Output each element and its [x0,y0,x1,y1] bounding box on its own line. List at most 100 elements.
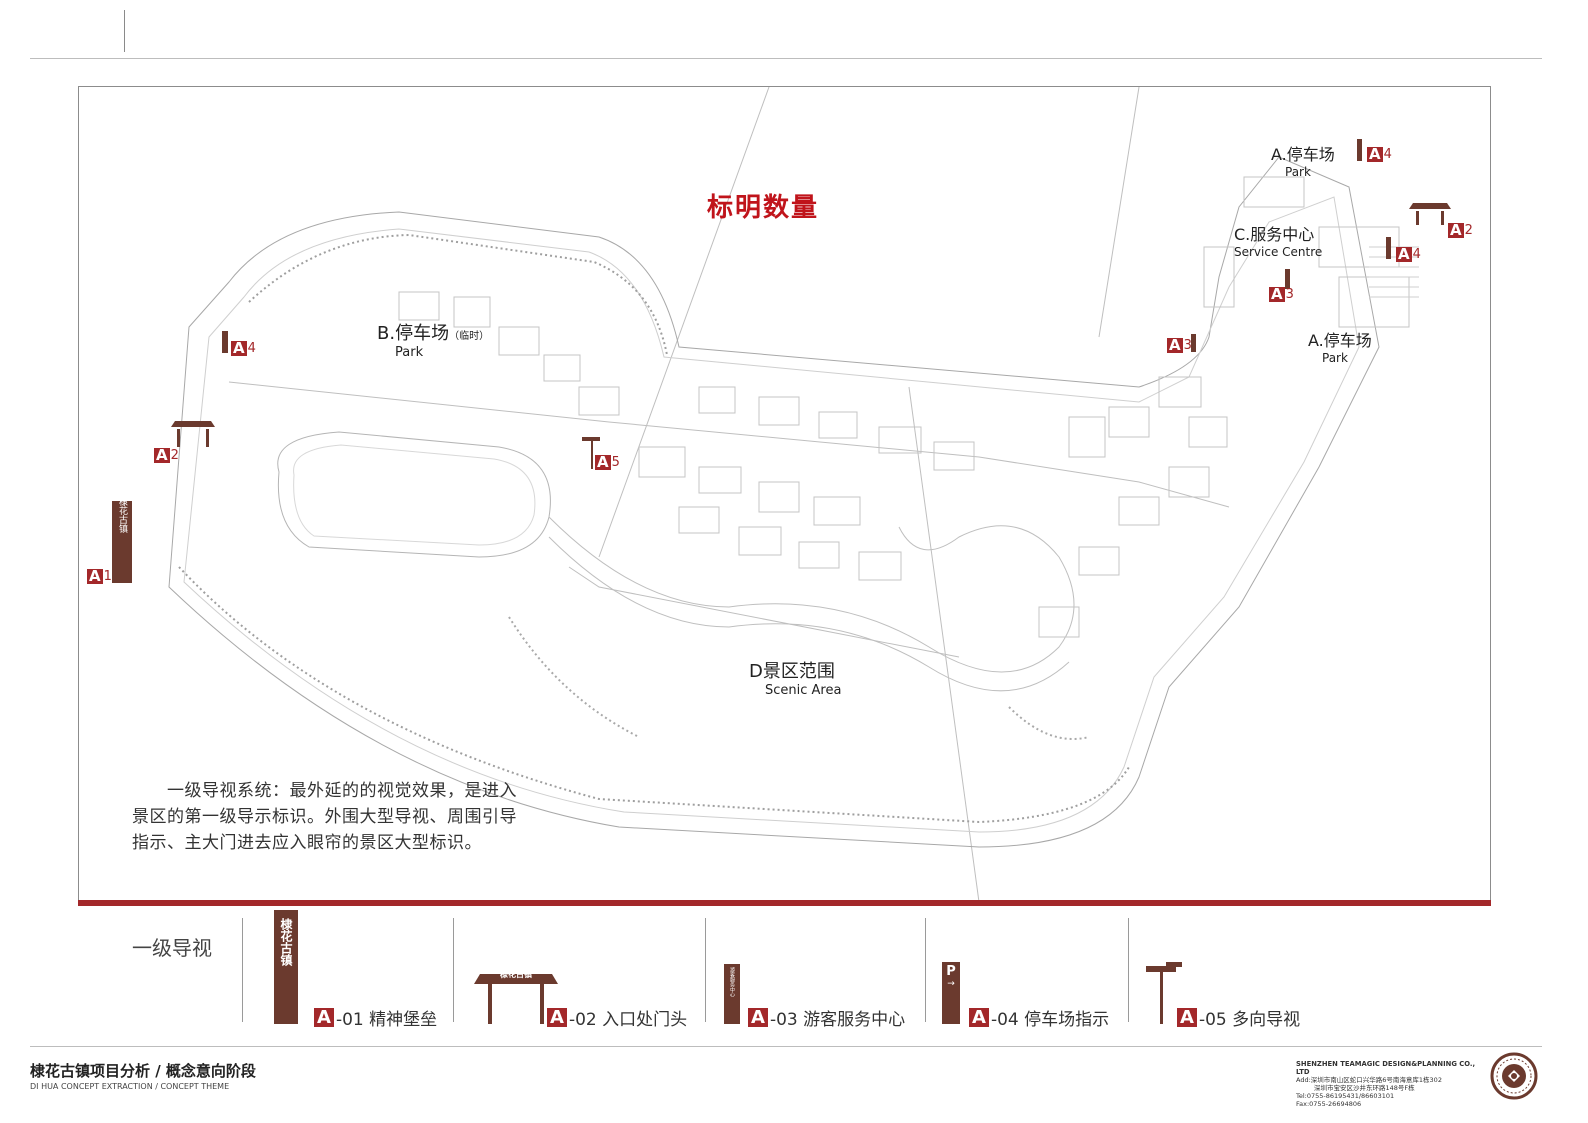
marker-number: 1 [103,569,112,584]
legend-item-a02: A-02 入口处门头 [547,1005,687,1030]
marker-number: 4 [247,341,256,356]
zone-park-a-right-en: Park [1322,351,1348,365]
description-line: 指示、主大门进去应入眼帘的景区大型标识。 [132,833,482,853]
company-address: 深圳市宝安区沙井东环路148号F栋 [1314,1084,1415,1092]
legend-a02-gate-icon: 棣花古镇 [474,962,558,1024]
legend-label: -01 精神堡垒 [335,1010,438,1030]
zone-scenic-area: D景区范围 Scenic Area [749,657,841,698]
legend-letter: A [748,1008,768,1027]
legend-label: -04 停车场指示 [990,1010,1110,1030]
map-parking-sign-a4-top [1357,139,1362,161]
legend-letter: A [314,1008,334,1027]
legend-label: -05 多向导视 [1198,1010,1301,1030]
zone-park-b: B.停车场（临时） Park [377,319,489,360]
company-fax: Fax:0755-26694806 [1296,1100,1362,1108]
legend-a02-gate-text: 棣花古镇 [500,970,532,979]
site-plan-frame: 棣花古镇 标明数量 B.停车场（临时） Park A.停车场 Park C.服务… [78,86,1491,901]
marker-number: 3 [1183,338,1192,353]
legend-item-a03: A-03 游客服务中心 [748,1005,905,1030]
zone-scenic-en: Scenic Area [765,683,842,698]
footer-title: 棣花古镇项目分析 / 概念意向阶段 [30,1062,256,1080]
map-gate-a2-left-icon [171,421,215,447]
map-service-sign-a3-upper [1285,269,1290,289]
legend-a04-parking-letter: P [946,964,956,979]
marker-letter: A [1167,336,1183,354]
marker-number: 2 [1464,223,1473,238]
zone-service-en: Service Centre [1234,245,1323,259]
map-gate-a2-right-icon [1409,203,1451,225]
marker-number: 4 [1412,247,1421,262]
marker-letter: A [1269,285,1285,303]
header-divider [30,58,1542,59]
marker-number: 3 [1285,287,1294,302]
marker-letter: A [1396,245,1412,263]
description-line: 景区的第一级导示标识。外围大型导视、周围引导 [132,807,517,827]
map-multi-sign-a5 [582,437,600,469]
legend-letter: A [1177,1008,1197,1027]
map-sign-a1-text: 棣花古镇 [117,496,128,534]
zone-park-a-right-cn: A.停车场 [1308,331,1372,350]
zone-park-a-top: A.停车场 Park [1271,141,1335,179]
marker-letter: A [154,446,170,464]
company-address: Add:深圳市南山区蛇口兴华路6号南海意库1栋302 [1296,1076,1442,1084]
description-line: 一级导视系统：最外延的的视觉效果，是进入 [132,781,517,801]
marker-letter: A [87,567,103,585]
header-tick-line [124,10,125,52]
legend-a04-parking-sign-icon: P → [942,962,960,1024]
map-parking-sign-a4-right [1386,237,1391,259]
marker-letter: A [595,453,611,471]
legend-a01-pillar-text: 棣花古镇 [279,918,293,966]
legend-divider [453,918,454,1022]
footer-divider [30,1046,1542,1047]
marker-letter: A [1367,145,1383,163]
zone-park-b-en: Park [395,345,424,360]
company-seal-logo-icon [1490,1052,1538,1100]
legend-label: -02 入口处门头 [568,1010,688,1030]
legend-letter: A [547,1008,567,1027]
legend-divider [925,918,926,1022]
company-tel: Tel:0755-86195431/86603101 [1296,1092,1395,1100]
company-info: SHENZHEN TEAMAGIC DESIGN&PLANNING CO., L… [1296,1060,1481,1108]
zone-park-a-top-cn: A.停车场 [1271,145,1335,164]
zone-park-a-top-en: Park [1285,165,1311,179]
zone-park-b-name: B.停车场 [377,323,450,344]
marker-number: 5 [611,455,620,470]
zone-service-centre: C.服务中心 Service Centre [1234,221,1322,259]
footer-subtitle: DI HUA CONCEPT EXTRACTION / CONCEPT THEM… [30,1082,230,1091]
zone-service-cn: C.服务中心 [1234,225,1315,244]
legend-a05-multi-sign-icon [1146,962,1186,1024]
marker-letter: A [231,339,247,357]
legend-a03-sign-text: 游客服务中心 [729,967,735,997]
zone-park-b-cn: B.停车场（临时） [377,319,489,345]
legend-a01-pillar-icon: 棣花古镇 [274,910,298,1024]
map-title: 标明数量 [707,193,820,223]
legend-item-a05: A-05 多向导视 [1177,1005,1300,1030]
zone-park-a-right: A.停车场 Park [1308,327,1372,365]
arrow-right-icon: → [947,979,955,989]
legend-a03-service-sign-icon: 游客服务中心 [724,964,740,1024]
legend-divider [705,918,706,1022]
legend-letter: A [969,1008,989,1027]
marker-number: 2 [170,448,179,463]
map-parking-sign-a4-left [222,331,228,353]
legend-divider [1128,918,1129,1022]
zone-scenic-cn: D景区范围 [749,661,835,682]
legend-divider [242,918,243,1022]
marker-letter: A [1448,221,1464,239]
map-sign-a1-pillar [112,501,132,583]
legend-item-a04: A-04 停车场指示 [969,1005,1109,1030]
marker-number: 4 [1383,147,1392,162]
site-plan-drawing: 棣花古镇 [112,87,1451,900]
legend-item-a01: A-01 精神堡垒 [314,1005,437,1030]
legend-title: 一级导视 [132,936,212,960]
map-service-sign-a3 [1191,334,1196,352]
